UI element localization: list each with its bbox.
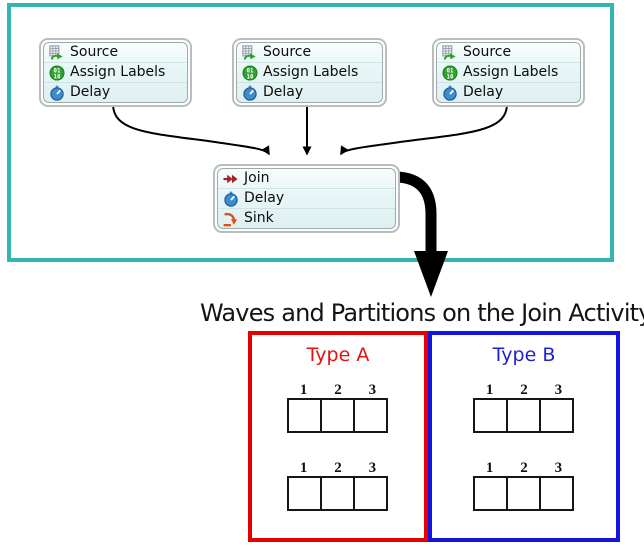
wave-slot-number: 1 <box>299 382 308 398</box>
wave-slot-number: 3 <box>368 460 377 476</box>
wave-slot-cell <box>472 398 508 433</box>
svg-text:10: 10 <box>447 74 454 80</box>
node-row-label: Delay <box>70 84 111 100</box>
node-row-label: Source <box>263 44 312 60</box>
node-row-label: Sink <box>244 210 274 226</box>
partition-label: Type B <box>492 344 556 366</box>
wave-slot-number: 3 <box>554 382 563 398</box>
node-row: Source <box>44 43 187 62</box>
wave-slot-number: 2 <box>334 382 342 398</box>
node-row: Source <box>237 43 382 62</box>
wave-slot-cell <box>286 476 322 511</box>
wave-slot-cell <box>286 398 322 433</box>
partition-type-b: Type B 1 2 3 1 2 3 <box>428 331 620 542</box>
node-row-label: Delay <box>244 190 285 206</box>
node-body: Join Delay Sink <box>217 168 396 229</box>
wave-slot-number: 1 <box>485 382 494 398</box>
wave-slot-numbers: 1 2 3 <box>473 460 576 476</box>
node-row: Delay <box>218 188 395 208</box>
wave-slot-cells <box>286 476 390 511</box>
node-row-label: Delay <box>463 84 504 100</box>
node-row: Delay <box>437 82 580 102</box>
wave-row-1: 1 2 3 <box>286 382 390 433</box>
wave-slot-cells <box>472 398 576 433</box>
source-icon <box>242 44 258 61</box>
svg-text:01: 01 <box>54 68 61 74</box>
node-row-label: Delay <box>263 84 304 100</box>
wave-row-2: 1 2 3 <box>472 460 576 511</box>
delay-icon <box>223 191 239 207</box>
node-row-label: Source <box>70 44 119 60</box>
partition-type-a: Type A 1 2 3 1 2 3 <box>248 331 428 542</box>
delay-icon <box>242 85 258 101</box>
wave-slot-cell <box>352 476 388 511</box>
node-row: Sink <box>218 208 395 228</box>
node-row: Join <box>218 169 395 188</box>
node-row-label: Source <box>463 44 512 60</box>
wave-slot-cell <box>505 398 541 433</box>
delay-icon <box>442 85 458 101</box>
wave-slot-number: 2 <box>520 460 528 476</box>
svg-text:01: 01 <box>247 68 254 74</box>
wave-slot-cell <box>352 398 388 433</box>
wave-slot-number: 1 <box>299 460 308 476</box>
node-row-label: Assign Labels <box>70 64 166 80</box>
wave-slot-cell <box>538 476 574 511</box>
wave-slot-numbers: 1 2 3 <box>287 382 390 398</box>
wave-slot-numbers: 1 2 3 <box>473 382 576 398</box>
source-icon <box>442 44 458 61</box>
model-frame <box>7 3 614 262</box>
partition-label: Type A <box>306 344 370 366</box>
wave-slot-cell <box>505 476 541 511</box>
wave-slot-cell <box>319 476 355 511</box>
wave-row-1: 1 2 3 <box>472 382 576 433</box>
svg-text:01: 01 <box>447 68 454 74</box>
annotation-title: Waves and Partitions on the Join Activit… <box>200 299 644 327</box>
delay-icon <box>49 85 65 101</box>
svg-text:10: 10 <box>54 74 61 80</box>
wave-slot-cells <box>472 476 576 511</box>
wave-slot-number: 3 <box>554 460 563 476</box>
source-icon <box>49 44 65 61</box>
node-row: Source <box>437 43 580 62</box>
sink-icon <box>223 211 239 227</box>
node-row: Delay <box>44 82 187 102</box>
wave-slot-cell <box>538 398 574 433</box>
wave-slot-cell <box>319 398 355 433</box>
wave-slot-number: 3 <box>368 382 377 398</box>
wave-row-2: 1 2 3 <box>286 460 390 511</box>
wave-slot-cells <box>286 398 390 433</box>
svg-text:10: 10 <box>247 74 254 80</box>
node-row: Delay <box>237 82 382 102</box>
wave-slot-number: 1 <box>485 460 494 476</box>
wave-slot-number: 2 <box>520 382 528 398</box>
wave-slot-number: 2 <box>334 460 342 476</box>
node-join: Join Delay Sink <box>213 164 400 233</box>
wave-slot-cell <box>472 476 508 511</box>
node-row-label: Join <box>244 170 270 186</box>
join-icon <box>223 171 239 187</box>
node-row-label: Assign Labels <box>463 64 559 80</box>
wave-slot-numbers: 1 2 3 <box>287 460 390 476</box>
node-row-label: Assign Labels <box>263 64 359 80</box>
